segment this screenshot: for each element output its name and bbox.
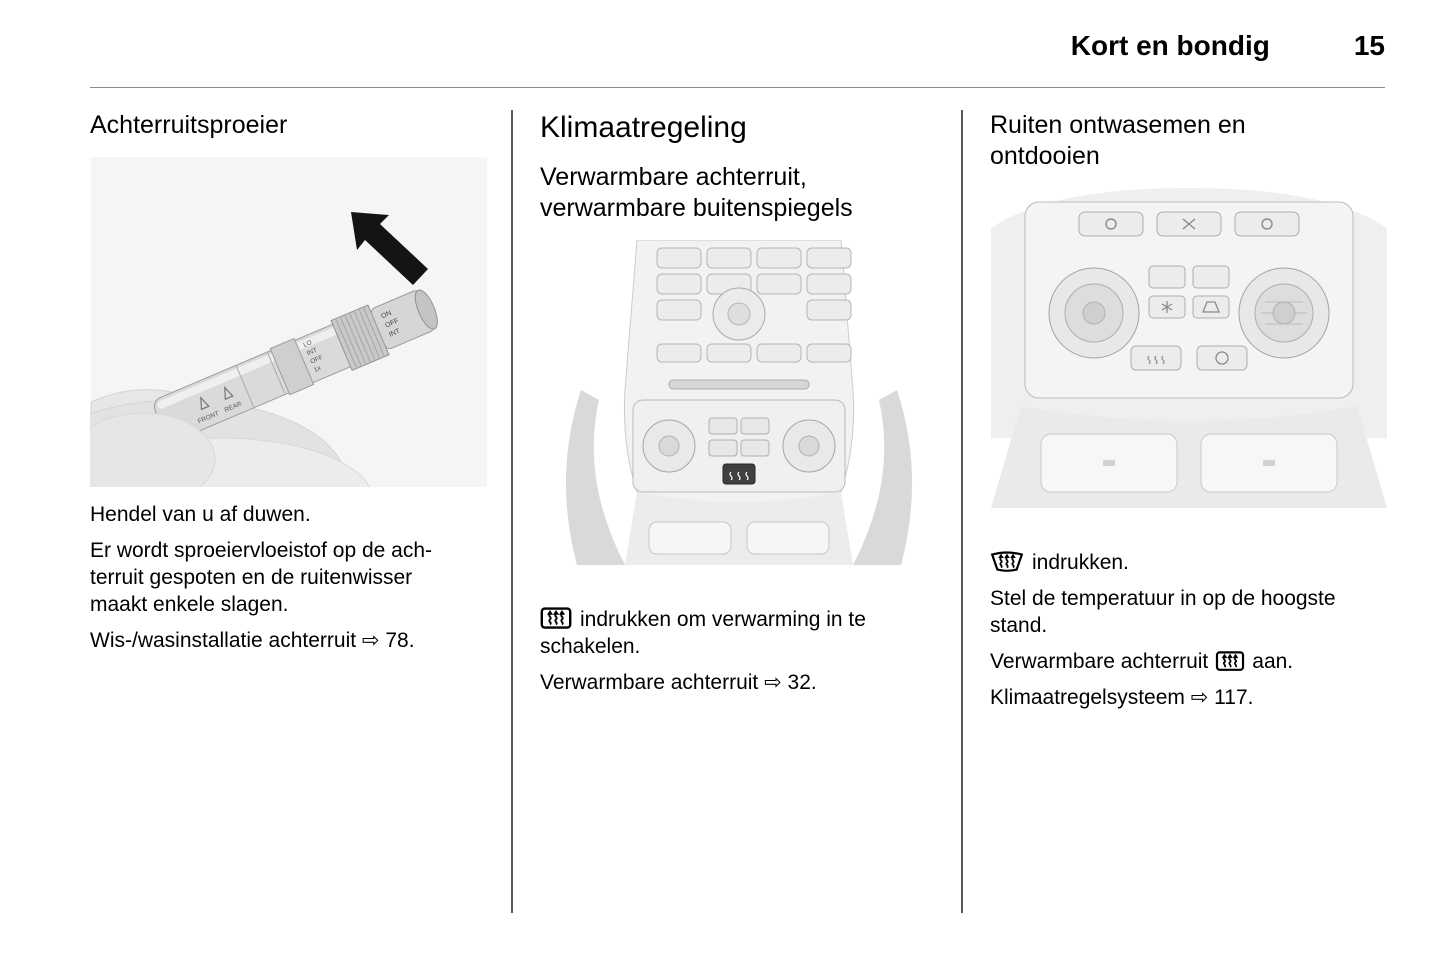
header-divider	[90, 87, 1385, 88]
demist-rear-window-text: Verwarmbare achterruit aan.	[990, 648, 1388, 675]
climate-press-label: indrukken om verwarming in te schakelen.	[540, 608, 866, 658]
section-heading-rear-washer: Achterruitsproeier	[90, 111, 288, 139]
stalk-label-1x: 1x	[313, 364, 323, 373]
center-console-illustration	[565, 240, 913, 565]
heated-rear-window-icon	[540, 607, 572, 629]
section-heading-climate: Klimaatregeling	[540, 111, 747, 144]
column-divider-2	[961, 110, 963, 913]
push-lever-arrow-icon	[351, 212, 428, 285]
demist-press-text: indrukken.	[990, 522, 1388, 576]
center-console-figure	[540, 240, 938, 565]
stalk-cap-int: INT	[388, 328, 402, 339]
climate-panel-illustration	[991, 188, 1387, 508]
windscreen-demist-icon	[990, 551, 1024, 572]
washer-push-text: Hendel van u af duwen.	[90, 503, 311, 526]
demist-rear-post-label: aan.	[1252, 650, 1294, 673]
column-divider-1	[511, 110, 513, 913]
heated-rear-window-icon	[1216, 651, 1245, 671]
stalk-cap-off: OFF	[384, 318, 400, 330]
climate-press-text: indrukken om verwarming in te schakelen.	[540, 579, 938, 660]
wiper-stalk-figure: FRONT REAR LO INT OFF 1x	[90, 157, 488, 487]
stalk-cap-on: ON	[380, 310, 392, 321]
page-header: Kort en bondig 15	[90, 30, 1385, 62]
section-heading-demisting: Ruiten ontwasemen en ontdooien	[990, 111, 1246, 170]
washer-action-text: Er wordt sproeiervloeistof op de ach- te…	[90, 539, 432, 616]
demist-temperature-text: Stel de temperatuur in op de hoogste sta…	[990, 587, 1336, 637]
page-title: Kort en bondig	[1070, 30, 1270, 61]
demist-glyph	[1202, 301, 1220, 313]
fan-speed-knob	[1048, 267, 1140, 359]
column-climate-control: Klimaatregeling Verwarmbare achterruit, …	[540, 110, 938, 705]
temperature-knob	[1238, 267, 1330, 359]
climate-reference-text: Verwarmbare achterruit ⇨ 32.	[540, 671, 817, 694]
stalk-label-off: OFF	[309, 354, 324, 366]
demist-press-label: indrukken.	[1032, 551, 1129, 574]
subheading-heated-rear-window: Verwarmbare achterruit, verwarmbare buit…	[540, 163, 853, 222]
heated-rear-window-button-highlight	[722, 463, 756, 485]
page-number: 15	[1353, 30, 1385, 61]
stalk-label-int: INT	[306, 347, 318, 358]
demist-reference-text: Klimaatregelsysteem ⇨ 117.	[990, 686, 1254, 709]
column-demisting: Ruiten ontwasemen en ontdooien	[990, 110, 1388, 720]
climate-panel-figure	[990, 188, 1388, 508]
stalk-label-lo: LO	[302, 339, 313, 349]
column-rear-washer: Achterruitsproeier FRONT REAR	[90, 110, 488, 663]
demist-rear-pre-label: Verwarmbare achterruit	[990, 650, 1209, 673]
wiper-stalk-illustration: FRONT REAR LO INT OFF 1x	[90, 157, 487, 487]
wiper-stalk-lever: FRONT REAR LO INT OFF 1x	[153, 289, 438, 442]
washer-reference-text: Wis-/wasinstallatie achterruit ⇨ 78.	[90, 629, 415, 652]
ac-snowflake-glyph	[1161, 301, 1173, 313]
